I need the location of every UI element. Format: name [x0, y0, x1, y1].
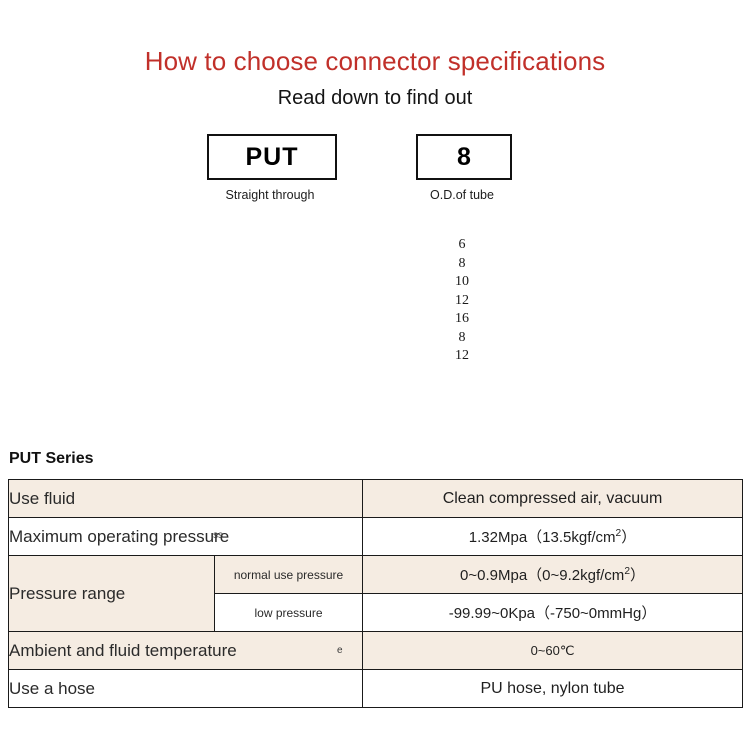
code-box-tube-od: 8 [416, 134, 512, 180]
spec-value-max-pressure: 1.32Mpa（13.5kgf/cm2） [362, 517, 744, 556]
spec-label-use-fluid: Use fluid [7, 479, 364, 518]
spec-label-use-hose: Use a hose [7, 669, 364, 708]
table-row: Use fluid Clean compressed air, vacuum [7, 479, 744, 518]
spec-label-pressure-range: Pressure range [8, 555, 215, 632]
spec-series-title: PUT Series [9, 450, 94, 467]
tube-od-option: 8 [458, 255, 466, 271]
scan-artifact-ss: ss [213, 530, 223, 541]
tube-od-option: 6 [458, 237, 466, 252]
tube-od-option: 8 [458, 329, 466, 345]
spec-value-normal-paren-open: （0~9.2kgf/cm [527, 567, 625, 584]
spec-value-low-pressure: -99.99~0Kpa（-750~0mmHg） [362, 593, 744, 632]
scan-artifact-dot [131, 535, 134, 538]
spec-value-max-pressure-paren-close: ） [621, 529, 637, 546]
spec-value-normal-use-pressure: 0~0.9Mpa（0~9.2kgf/cm2） [362, 555, 744, 594]
spec-value-normal-paren-close: ） [629, 567, 645, 584]
tube-od-option: 12 [455, 348, 469, 363]
table-row: Maximum operating pressure ss 1.32Mpa（13… [7, 517, 744, 556]
tube-od-option-list: 6 8 10 12 16 8 12 [416, 236, 508, 366]
spec-value-use-hose: PU hose, nylon tube [362, 669, 744, 708]
scan-artifact-e: e [337, 645, 343, 656]
code-caption-series: Straight through [225, 188, 315, 202]
tube-od-option: 10 [455, 274, 469, 289]
code-box-tube-od-text: 8 [457, 142, 471, 171]
spec-label-max-pressure-text: Maximum operating pressure [9, 526, 230, 546]
spec-value-normal-sup: 2 [624, 566, 630, 577]
spec-value-use-fluid: Clean compressed air, vacuum [362, 479, 744, 518]
spec-label-max-pressure: Maximum operating pressure ss [7, 517, 364, 556]
specification-table: Use fluid Clean compressed air, vacuum M… [7, 479, 744, 708]
spec-label-ambient-temperature-text: Ambient and fluid temperature [9, 640, 237, 660]
spec-sublabel-low-pressure: low pressure [213, 593, 364, 632]
table-row: Ambient and fluid temperature e 0~60℃ [7, 631, 744, 670]
spec-value-normal-num: 0~0.9Mpa [460, 567, 528, 584]
tube-od-option: 16 [455, 311, 469, 326]
spec-value-max-pressure-sup: 2 [615, 528, 622, 539]
spec-value-ambient-temperature: 0~60℃ [362, 631, 744, 670]
part-number-selector: PUT Straight through 8 O.D.of tube 6 8 1… [0, 134, 750, 363]
spec-sublabel-normal-use-pressure: normal use pressure [213, 555, 364, 594]
code-caption-tube-od: O.D.of tube [430, 188, 494, 202]
tube-od-option: 12 [455, 292, 469, 308]
code-box-series-text: PUT [245, 142, 299, 171]
page-subtitle: Read down to find out [277, 87, 473, 109]
spec-value-max-pressure-num: 1.32Mpa [468, 529, 528, 546]
code-box-series: PUT [207, 134, 337, 180]
table-row: Pressure range normal use pressure 0~0.9… [8, 555, 744, 632]
spec-label-ambient-temperature: Ambient and fluid temperature e [7, 631, 364, 670]
spec-value-max-pressure-paren-open: （13.5kgf/cm [527, 529, 616, 546]
page-header: How to choose connector specifications R… [0, 0, 750, 112]
page-title: How to choose connector specifications [144, 46, 606, 76]
table-row: Use a hose PU hose, nylon tube [7, 669, 744, 708]
